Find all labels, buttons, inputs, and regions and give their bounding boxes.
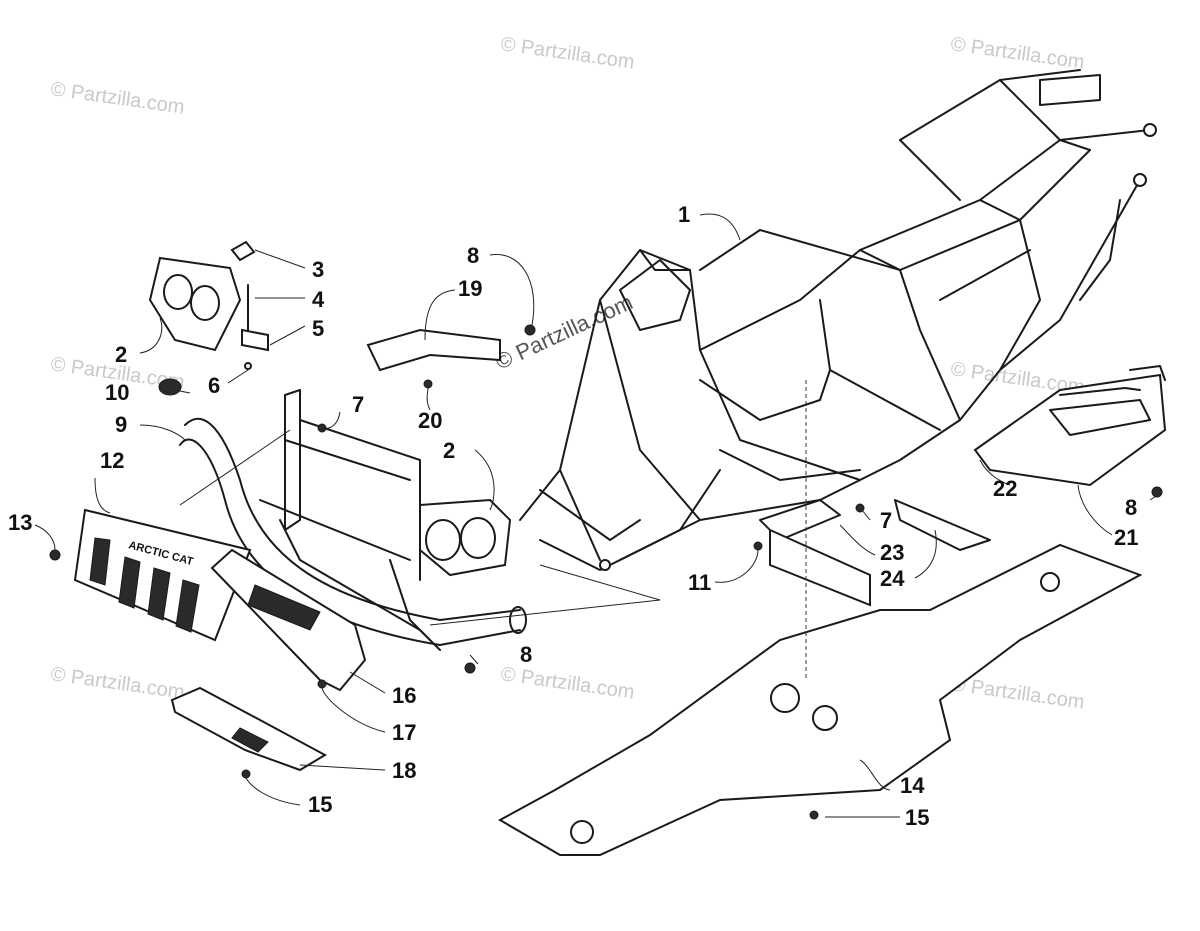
callout-2-right: 2 xyxy=(443,438,455,463)
callout-18: 18 xyxy=(392,758,416,783)
callouts: 1 2 2 3 4 5 6 7 7 8 8 8 9 10 11 12 13 14… xyxy=(8,202,1138,830)
callout-9: 9 xyxy=(115,412,127,437)
callout-21: 21 xyxy=(1114,525,1138,550)
callout-5: 5 xyxy=(312,316,324,341)
callout-7-frame: 7 xyxy=(880,508,892,533)
frame-pads xyxy=(769,499,991,607)
callout-16: 16 xyxy=(392,683,416,708)
callout-15-left: 15 xyxy=(308,792,332,817)
skid-plate xyxy=(497,543,1143,856)
frame-bracket xyxy=(366,328,501,372)
watermark: © Partzilla.com xyxy=(499,33,636,74)
callout-15-right: 15 xyxy=(905,805,929,830)
watermark-center: © Partzilla.com xyxy=(492,289,637,374)
watermark: © Partzilla.com xyxy=(499,663,636,704)
watermark: © Partzilla.com xyxy=(49,78,186,119)
grommet xyxy=(158,378,182,396)
callout-8-footrest: 8 xyxy=(1125,495,1137,520)
callout-10: 10 xyxy=(105,380,129,405)
front-grille: ARCTIC CAT xyxy=(73,508,252,642)
callout-23: 23 xyxy=(880,540,904,565)
callout-24: 24 xyxy=(880,566,905,591)
callout-19: 19 xyxy=(458,276,482,301)
headlight-right xyxy=(419,498,512,577)
watermark: © Partzilla.com xyxy=(49,663,186,704)
headlight-hardware xyxy=(230,240,269,370)
callout-2-left: 2 xyxy=(115,342,127,367)
front-bumper xyxy=(179,389,527,651)
callout-22: 22 xyxy=(993,476,1017,501)
callout-1: 1 xyxy=(678,202,690,227)
callout-8-top: 8 xyxy=(467,243,479,268)
leader-lines xyxy=(34,213,1159,818)
callout-6: 6 xyxy=(208,373,220,398)
main-frame xyxy=(519,69,1157,571)
callout-7-bumper: 7 xyxy=(352,392,364,417)
callout-17: 17 xyxy=(392,720,416,745)
watermark: © Partzilla.com xyxy=(949,673,1086,714)
front-skid xyxy=(210,548,367,692)
callout-8-bumper: 8 xyxy=(520,642,532,667)
callout-14: 14 xyxy=(900,773,925,798)
callout-20: 20 xyxy=(418,408,442,433)
skid-bracket xyxy=(170,686,328,772)
watermark: © Partzilla.com xyxy=(949,33,1086,74)
callout-13: 13 xyxy=(8,510,32,535)
callout-11: 11 xyxy=(688,570,711,595)
headlight-left xyxy=(148,256,242,352)
callout-12: 12 xyxy=(100,448,124,473)
callout-4: 4 xyxy=(312,287,325,312)
footrest xyxy=(973,365,1167,487)
callout-3: 3 xyxy=(312,257,324,282)
